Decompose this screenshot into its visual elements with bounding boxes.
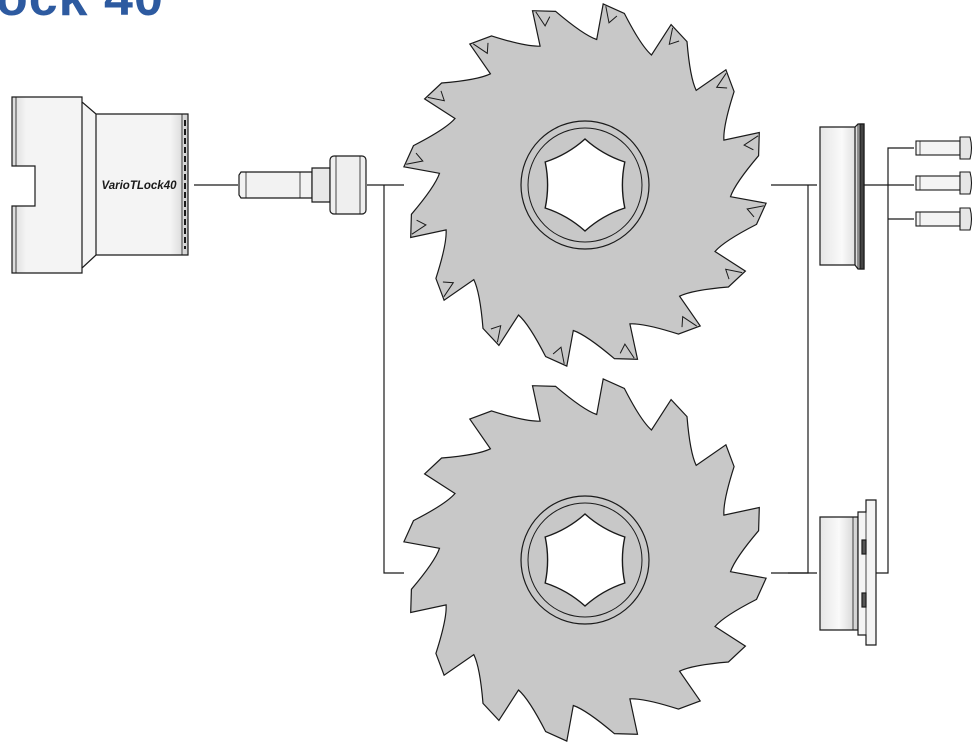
carbide-tip bbox=[427, 90, 446, 102]
carbide-tip bbox=[746, 205, 764, 218]
carbide-tip bbox=[406, 152, 424, 165]
connector-lines bbox=[194, 147, 914, 574]
connector-disc-lower bbox=[771, 185, 809, 574]
carbide-tip bbox=[442, 281, 455, 297]
carbide-tip bbox=[724, 268, 743, 280]
hex-bore bbox=[544, 513, 626, 607]
mounting-screw bbox=[915, 171, 973, 195]
connector-screw-lower-blade bbox=[383, 185, 404, 574]
carbide-tip bbox=[715, 73, 728, 89]
hex-bore bbox=[544, 138, 626, 232]
hub-ring-outer bbox=[520, 495, 650, 625]
hub-ring-inner bbox=[527, 502, 643, 618]
mounting-screw bbox=[915, 207, 973, 231]
holder-engraving-label: VarioTLock40 bbox=[102, 180, 178, 192]
hub-ring-inner bbox=[527, 127, 643, 243]
clamping-disc-lower bbox=[819, 499, 877, 646]
hub-ring-outer bbox=[520, 120, 650, 250]
carbide-tip bbox=[605, 6, 618, 24]
carbide-tip bbox=[619, 343, 635, 359]
carbide-tip bbox=[490, 324, 502, 343]
carbide-tip bbox=[552, 346, 565, 364]
connector-screws-bracket bbox=[870, 147, 914, 574]
saw-blade-upper bbox=[403, 3, 767, 367]
carbide-tip bbox=[668, 27, 680, 46]
carbide-tip bbox=[411, 219, 427, 235]
carbide-tip bbox=[681, 315, 697, 328]
carbide-tip bbox=[535, 11, 551, 27]
page-title: ock 40 bbox=[0, 0, 164, 24]
clamping-disc-upper bbox=[819, 123, 865, 270]
carbide-tip bbox=[743, 135, 759, 151]
saw-blade-lower bbox=[403, 378, 767, 742]
mounting-screw bbox=[915, 136, 973, 160]
tool-holder: VarioTLock40 bbox=[11, 96, 189, 274]
mounting-screws bbox=[915, 136, 973, 231]
clamping-screw bbox=[238, 155, 367, 215]
carbide-tip bbox=[473, 42, 489, 55]
